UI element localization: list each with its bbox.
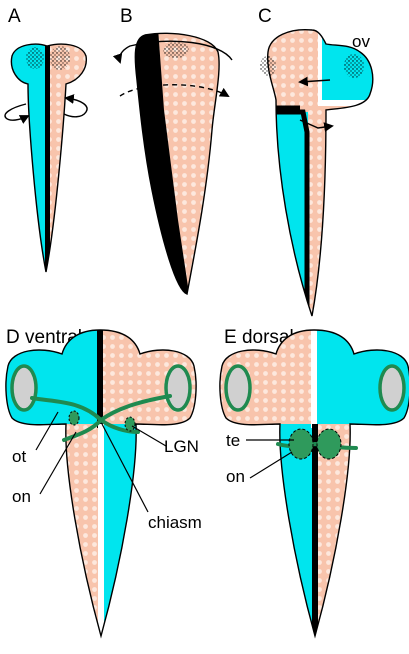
te-label: te <box>226 431 240 450</box>
stipple-eye-primordium-icon <box>344 54 364 78</box>
panel-a: A <box>4 6 88 273</box>
lgn-right <box>124 416 136 432</box>
left-eye <box>10 364 38 412</box>
ov-label: ov <box>352 32 370 51</box>
optic-tract-left <box>62 418 103 442</box>
tectum-left <box>288 428 314 460</box>
panel-c: C ov <box>258 6 374 317</box>
panel-d-title: D ventral <box>6 327 82 348</box>
on-label: on <box>12 487 31 506</box>
straight-arrow-icon <box>298 76 331 87</box>
on-leader <box>249 451 293 479</box>
curved-arrow-icon <box>119 84 230 97</box>
right-eye <box>378 364 406 412</box>
left-eye <box>224 364 252 412</box>
stipple-eye-primordium-icon <box>260 56 276 76</box>
stipple-eye-primordium-icon <box>50 46 70 70</box>
rotation-arrow-icon <box>63 94 88 118</box>
stipple-eye-primordium-icon <box>163 42 189 58</box>
chiasm-label: chiasm <box>148 513 202 532</box>
panel-d: D ventral ot on LGN chiasm <box>5 327 202 637</box>
ot-label: ot <box>12 447 26 466</box>
curved-arrow-icon <box>112 40 233 64</box>
on-leader <box>39 431 77 495</box>
optic-tract-right <box>99 418 140 434</box>
panel-a-letter: A <box>8 6 21 27</box>
panel-e-title: E dorsal <box>224 327 294 348</box>
stipple-eye-primordium-icon <box>26 47 44 69</box>
on-label: on <box>226 467 245 486</box>
lgn-leader <box>131 425 167 447</box>
panel-b-letter: B <box>120 6 133 27</box>
panel-b: B <box>112 6 233 295</box>
rotation-arrow-icon <box>4 103 30 124</box>
tectum-right <box>316 428 342 460</box>
panel-e: E dorsal te on <box>219 327 409 637</box>
straight-arrow-icon <box>299 119 334 132</box>
right-eye <box>164 364 192 412</box>
panel-c-letter: C <box>258 6 272 27</box>
chiasm-leader <box>101 423 149 513</box>
lgn-label: LGN <box>164 437 199 456</box>
ot-leader <box>35 411 59 451</box>
lgn-left <box>68 410 80 426</box>
